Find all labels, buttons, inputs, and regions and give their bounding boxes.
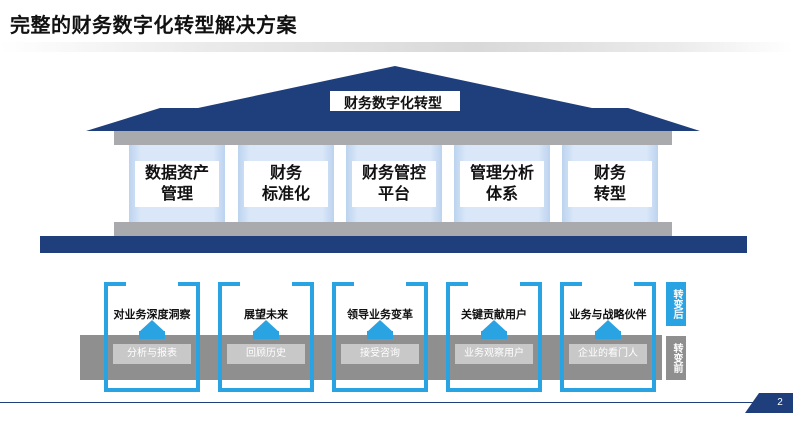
item-bracket — [104, 282, 200, 392]
pillar-line2: 管理 — [160, 186, 193, 203]
before-label: 接受咨询 — [341, 344, 419, 364]
page-number: 2 — [777, 397, 783, 408]
after-tag: 转变后 — [666, 282, 686, 326]
up-arrow-stem — [139, 331, 165, 339]
before-label: 分析与报表 — [113, 344, 191, 364]
roof-top — [198, 66, 592, 108]
pillar-line2: 平台 — [377, 186, 410, 203]
pillar-control-platform: 财务管控 平台 — [346, 145, 442, 223]
pillar-panel: 管理分析 体系 — [460, 161, 544, 207]
after-label: 对业务深度洞察 — [108, 306, 196, 324]
before-tag: 转变前 — [666, 336, 686, 380]
bracket-gap — [240, 282, 292, 286]
up-arrow-stem — [595, 331, 621, 339]
pillar-data-asset: 数据资产 管理 — [129, 145, 225, 223]
pillar-line2: 标准化 — [261, 186, 310, 203]
bracket-gap — [582, 282, 634, 286]
up-arrow-icon — [139, 320, 165, 332]
pillar-standardization: 财务 标准化 — [238, 145, 334, 223]
title-divider — [0, 42, 793, 52]
pillar-panel: 财务管控 平台 — [352, 161, 436, 207]
pillar-line1: 数据资产 — [144, 165, 209, 182]
after-tag-text: 转变后 — [671, 289, 682, 319]
after-label: 业务与战略伙伴 — [564, 306, 652, 324]
pillar-panel: 数据资产 管理 — [135, 161, 219, 207]
item-bracket — [332, 282, 428, 392]
after-label: 展望未来 — [222, 306, 310, 324]
roof-label: 财务数字化转型 — [344, 95, 442, 111]
footer-tab — [745, 393, 793, 413]
before-tag-text: 转变前 — [671, 343, 682, 373]
bracket-gap — [468, 282, 520, 286]
before-label: 企业的看门人 — [569, 344, 647, 364]
pillar-line2: 体系 — [485, 186, 518, 203]
up-arrow-icon — [367, 320, 393, 332]
pillar-panel: 财务 转型 — [568, 161, 652, 207]
slide-title: 完整的财务数字化转型解决方案 — [10, 15, 297, 37]
pillar-line1: 管理分析 — [469, 165, 534, 182]
foundation — [40, 236, 747, 253]
item-bracket — [218, 282, 314, 392]
pillar-line1: 财务 — [593, 165, 626, 182]
up-arrow-icon — [253, 320, 279, 332]
footer-line — [0, 402, 755, 403]
roof-label-bg — [330, 91, 460, 111]
lower-beam — [114, 222, 672, 236]
pillar-line2: 转型 — [593, 186, 626, 203]
pillar-panel: 财务 标准化 — [244, 161, 328, 207]
upper-beam — [114, 131, 672, 145]
item-bracket — [446, 282, 542, 392]
up-arrow-icon — [481, 320, 507, 332]
pillar-analysis-system: 管理分析 体系 — [454, 145, 550, 223]
roof-eave — [86, 108, 700, 131]
up-arrow-stem — [253, 331, 279, 339]
before-label: 业务观察用户 — [455, 344, 533, 364]
item-bracket — [560, 282, 656, 392]
up-arrow-stem — [481, 331, 507, 339]
roof — [86, 66, 700, 131]
after-label: 关键贡献用户 — [450, 306, 538, 324]
pillar-transformation: 财务 转型 — [562, 145, 658, 223]
bracket-gap — [354, 282, 406, 286]
before-label: 回顾历史 — [227, 344, 305, 364]
up-arrow-stem — [367, 331, 393, 339]
up-arrow-icon — [595, 320, 621, 332]
pillar-line1: 财务管控 — [361, 165, 426, 182]
pillar-line1: 财务 — [269, 165, 302, 182]
bracket-gap — [126, 282, 178, 286]
after-label: 领导业务变革 — [336, 306, 424, 324]
